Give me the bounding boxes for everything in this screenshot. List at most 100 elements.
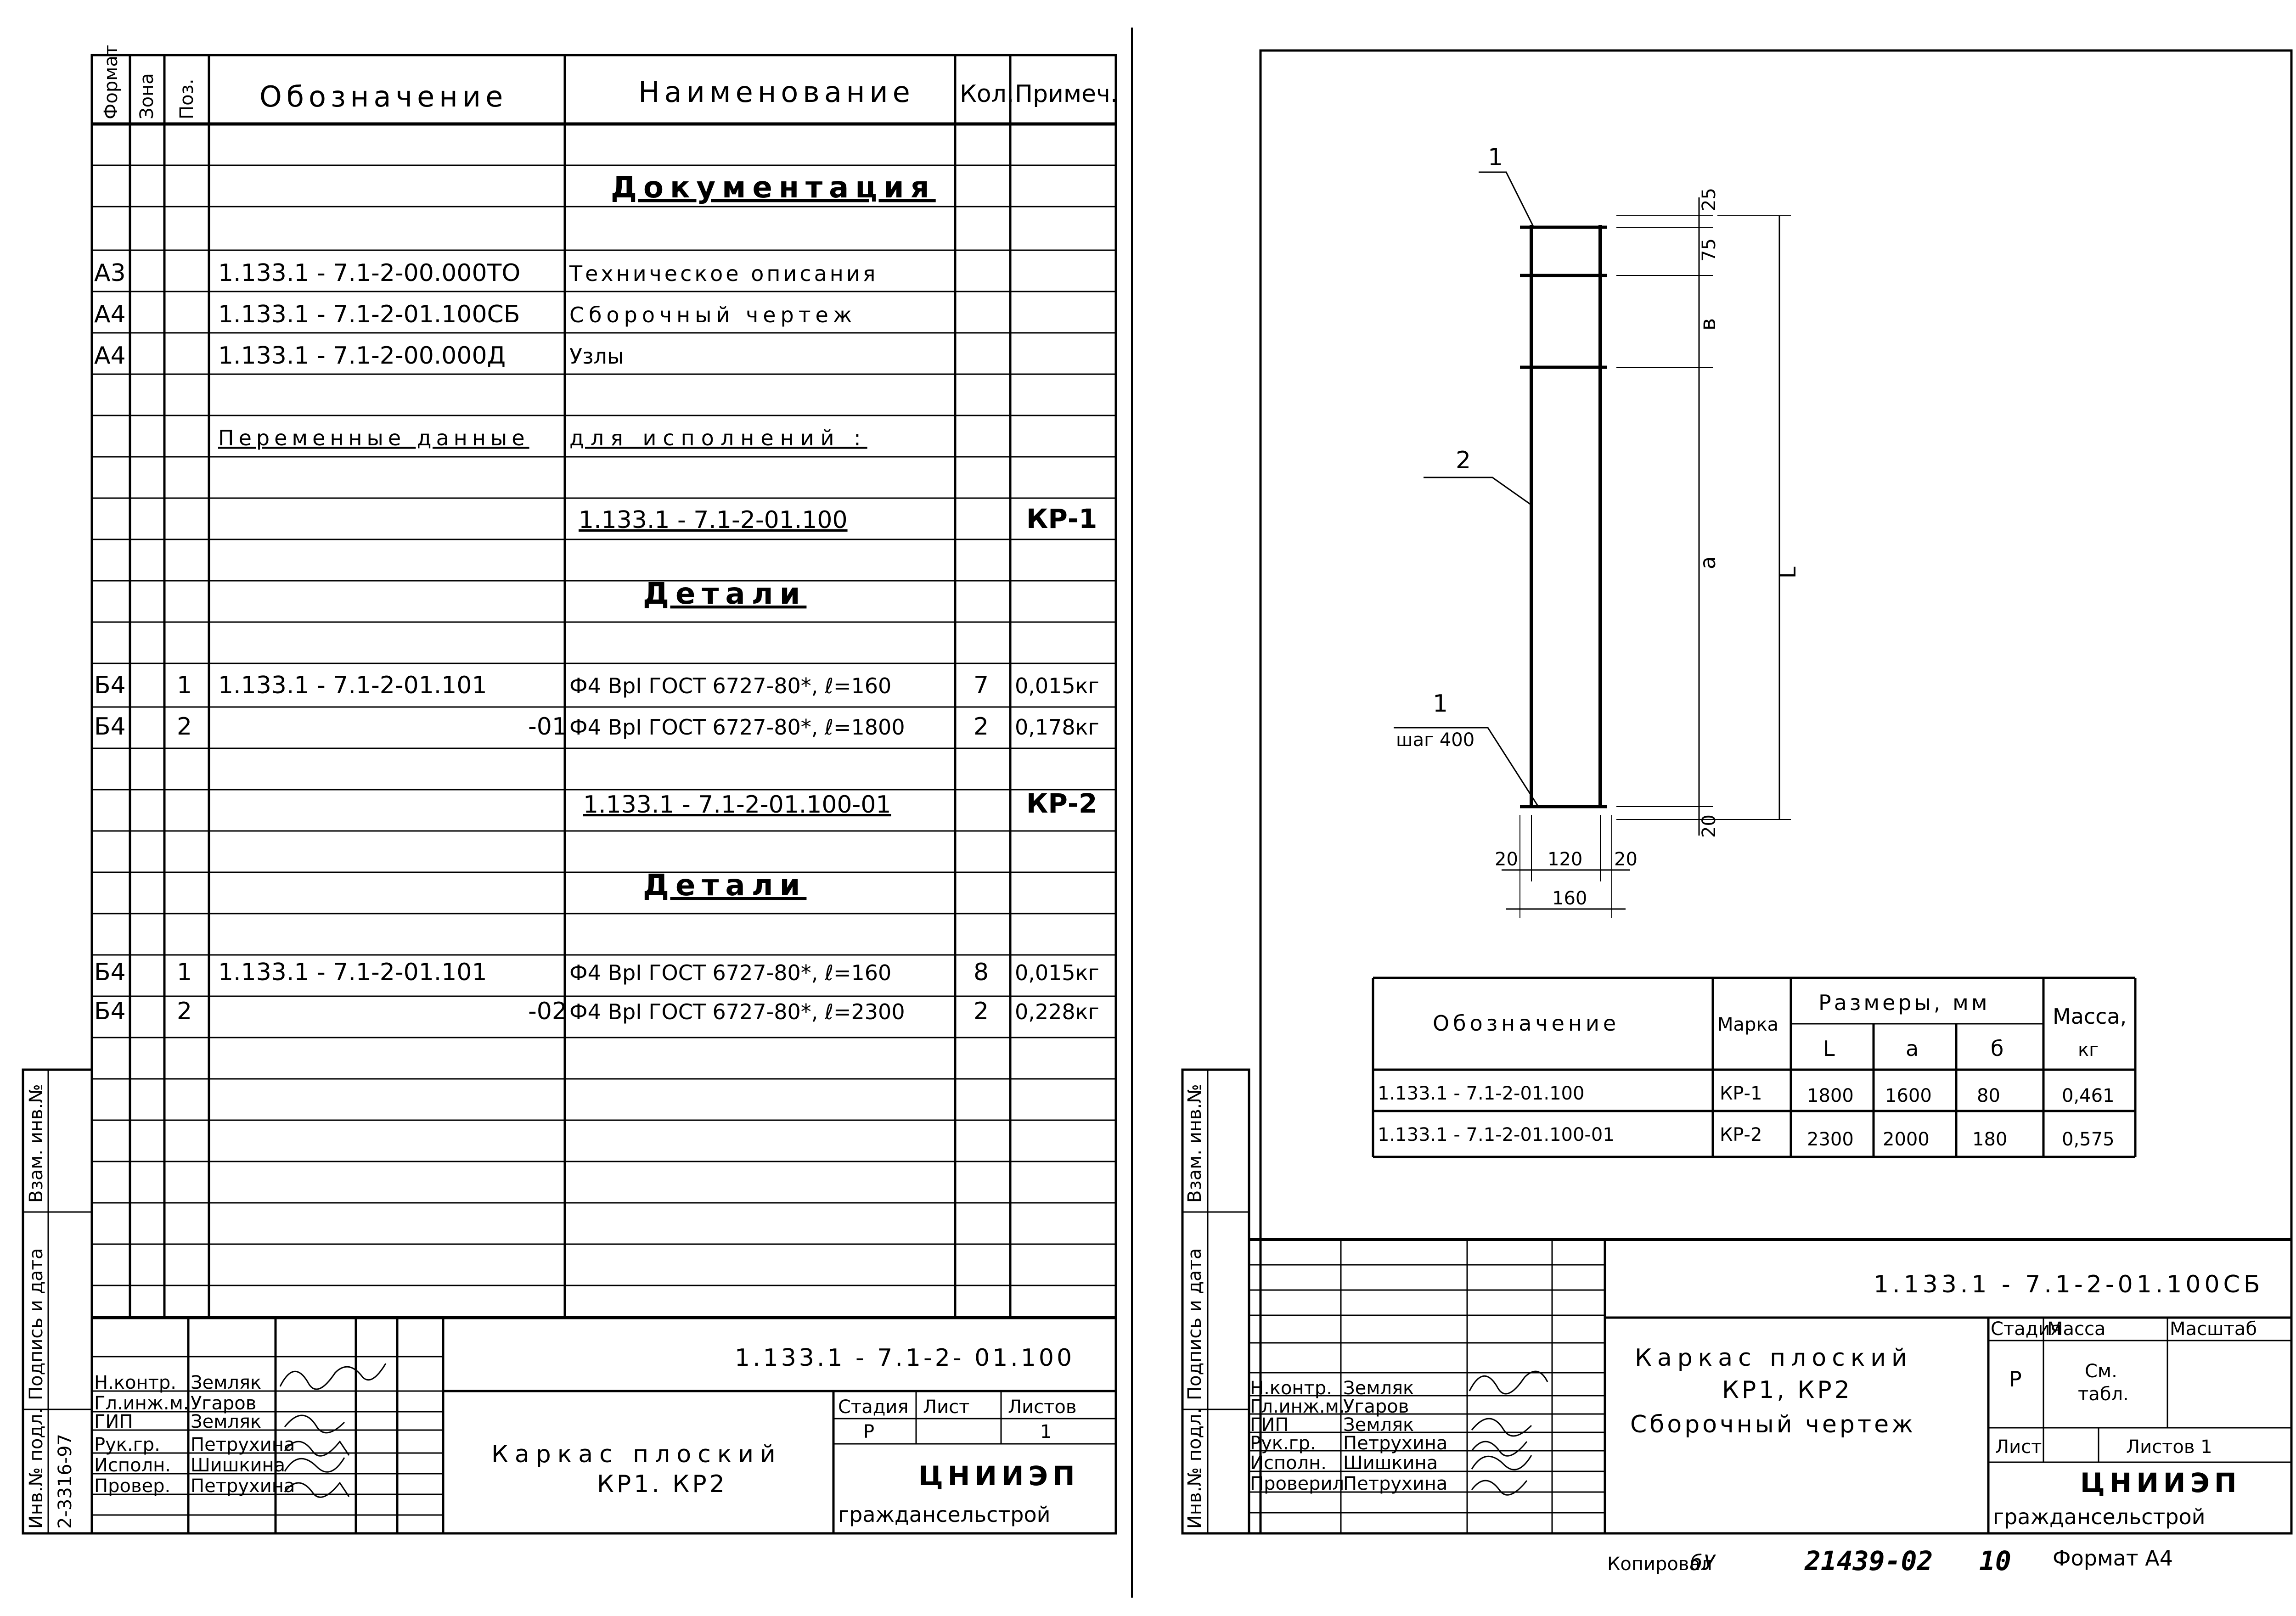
dim-75: 75 xyxy=(1699,238,1720,262)
v1-row-qty: 2 xyxy=(974,713,989,741)
hdr-name: Наименование xyxy=(638,75,915,109)
v1-designation: 1.133.1 - 7.1-2-01.100 xyxy=(579,506,848,534)
dim-a: а xyxy=(1695,556,1720,569)
v1-row-designation: -01 xyxy=(528,713,567,741)
role: Исполн. xyxy=(94,1455,171,1476)
v2-row-designation: -02 xyxy=(528,998,567,1025)
v2-designation: 1.133.1 - 7.1-2-01.100-01 xyxy=(583,791,891,819)
v2-row-format: Б4 xyxy=(94,959,126,986)
v1-row-note: 0,015кг xyxy=(1015,673,1099,698)
spec-header: Формат Зона Поз. Обозначение Наименовани… xyxy=(101,45,1118,119)
vt-mass: 0,461 xyxy=(2062,1085,2115,1106)
left-sheets-label: Листов xyxy=(1008,1397,1076,1418)
docs-rows: А3 1.133.1 - 7.1-2-00.000ТО Техническое … xyxy=(94,259,878,370)
left-org-2: граждансельстрой xyxy=(838,1502,1051,1527)
person: Шишкина xyxy=(1343,1453,1438,1474)
vt-designation: 1.133.1 - 7.1-2-01.100-01 xyxy=(1378,1124,1615,1145)
doc-format: А3 xyxy=(94,259,126,287)
doc-designation: 1.133.1 - 7.1-2-01.100СБ xyxy=(218,301,520,328)
person: Петрухина xyxy=(191,1434,295,1455)
dim-20-right: 20 xyxy=(1699,814,1720,838)
v2-row-pos: 1 xyxy=(177,959,192,986)
doc-format: А4 xyxy=(94,301,126,328)
right-org-1: ЦНИИЭП xyxy=(2080,1467,2241,1498)
person: Угаров xyxy=(1343,1396,1409,1417)
right-stage-label: Стадия xyxy=(1991,1319,2061,1340)
variable-data-right: для исполнений : xyxy=(569,426,867,450)
callout-step: шаг 400 xyxy=(1396,729,1474,751)
dim-L: L xyxy=(1776,567,1801,578)
role: Гл.инж.м. xyxy=(1250,1396,1345,1417)
r-margin-inv-orig: Инв.№ подл. xyxy=(1184,1408,1205,1529)
person: Земляк xyxy=(1343,1414,1414,1436)
role: Рук.гр. xyxy=(1250,1433,1316,1454)
variants-table: Обозначение Марка Размеры, мм Масса, кг … xyxy=(1378,990,2127,1150)
vt-h-L: L xyxy=(1823,1036,1835,1061)
doc-name: Техническое описания xyxy=(569,261,878,286)
callout-1-bottom: 1 xyxy=(1433,690,1448,718)
right-org-2: граждансельстрой xyxy=(1993,1504,2206,1529)
person: Петрухина xyxy=(191,1476,295,1497)
right-sheets-label: Листов 1 xyxy=(2126,1436,2212,1458)
v1-row-pos: 1 xyxy=(177,672,192,699)
person: Угаров xyxy=(191,1393,256,1414)
v2-row-qty: 2 xyxy=(974,998,989,1025)
v1-row-pos: 2 xyxy=(177,713,192,741)
v1-row-note: 0,178кг xyxy=(1015,715,1099,740)
v2-row-note: 0,015кг xyxy=(1015,960,1099,985)
v2-row-name: Ф4 ВрI ГОСТ 6727-80*, ℓ=2300 xyxy=(569,999,905,1024)
drawing-frame xyxy=(1259,49,2293,1535)
right-scale-label: Масштаб xyxy=(2170,1319,2257,1340)
vt-mass: 0,575 xyxy=(2062,1129,2115,1150)
doc-name: Узлы xyxy=(569,344,624,369)
v1-row-designation: 1.133.1 - 7.1-2-01.101 xyxy=(218,672,487,699)
hdr-pos: Поз. xyxy=(176,79,197,119)
vt-L: 2300 xyxy=(1807,1129,1854,1150)
vt-mark: КР-2 xyxy=(1720,1124,1762,1145)
v2-note: КР-2 xyxy=(1026,788,1097,819)
inv-number: 2-3316-97 xyxy=(55,1434,76,1529)
vt-b: 80 xyxy=(1977,1085,2000,1106)
signature-scribbles xyxy=(1469,1370,1548,1496)
left-sheets: 1 xyxy=(1040,1421,1052,1442)
variants-grid xyxy=(1372,976,2137,1158)
v1-row-format: Б4 xyxy=(94,713,126,741)
right-stage: Р xyxy=(2009,1367,2022,1392)
role: Н.контр. xyxy=(1250,1378,1332,1399)
r-margin-inv-sub: Взам. инв.№ xyxy=(1184,1084,1205,1203)
vt-a: 1600 xyxy=(1885,1085,1932,1106)
cage-drawing xyxy=(1394,171,1791,918)
right-title-3: Сборочный чертеж xyxy=(1630,1411,1916,1438)
right-mass-label: Масса xyxy=(2047,1319,2106,1340)
r-margin-sign-date: Подпись и дата xyxy=(1184,1248,1205,1400)
copied-label: Копировал xyxy=(1607,1554,1712,1575)
role: Н.контр. xyxy=(94,1372,176,1393)
v1-row-format: Б4 xyxy=(94,672,126,699)
margin-sign-date: Подпись и дата xyxy=(26,1248,47,1400)
hdr-qty: Кол. xyxy=(960,80,1014,108)
left-title-1: Каркас плоский xyxy=(491,1441,782,1468)
v2-row-format: Б4 xyxy=(94,998,126,1025)
vt-h-a: а xyxy=(1906,1036,1919,1061)
left-stage: Р xyxy=(863,1421,874,1442)
right-mass-1: См. xyxy=(2085,1361,2117,1382)
vt-mark: КР-1 xyxy=(1720,1083,1762,1104)
spec-frame xyxy=(90,54,1117,1535)
dim-20-r: 20 xyxy=(1614,849,1638,870)
role: Исполн. xyxy=(1250,1453,1327,1474)
v2-row-pos: 2 xyxy=(177,998,192,1025)
v2-details: Детали xyxy=(643,869,806,903)
margin-inv-sub: Взам. инв.№ xyxy=(26,1084,47,1203)
right-sheet-label: Лист xyxy=(1995,1436,2042,1458)
vt-h-mass-unit: кг xyxy=(2078,1039,2099,1060)
section-docs: Документация xyxy=(611,171,936,205)
right-code: 1.133.1 - 7.1-2-01.100СБ xyxy=(1874,1271,2264,1298)
vt-h-b: б xyxy=(1991,1036,2003,1061)
role: ГИП xyxy=(1250,1414,1289,1436)
left-signatures: Н.контр. Земляк Гл.инж.м. Угаров ГИП Зем… xyxy=(94,1363,387,1498)
person: Петрухина xyxy=(1343,1473,1447,1494)
right-mass-2: табл. xyxy=(2078,1384,2129,1405)
doc-name: Сборочный чертеж xyxy=(569,303,856,327)
dim-25: 25 xyxy=(1699,188,1720,211)
person: Шишкина xyxy=(191,1455,285,1476)
